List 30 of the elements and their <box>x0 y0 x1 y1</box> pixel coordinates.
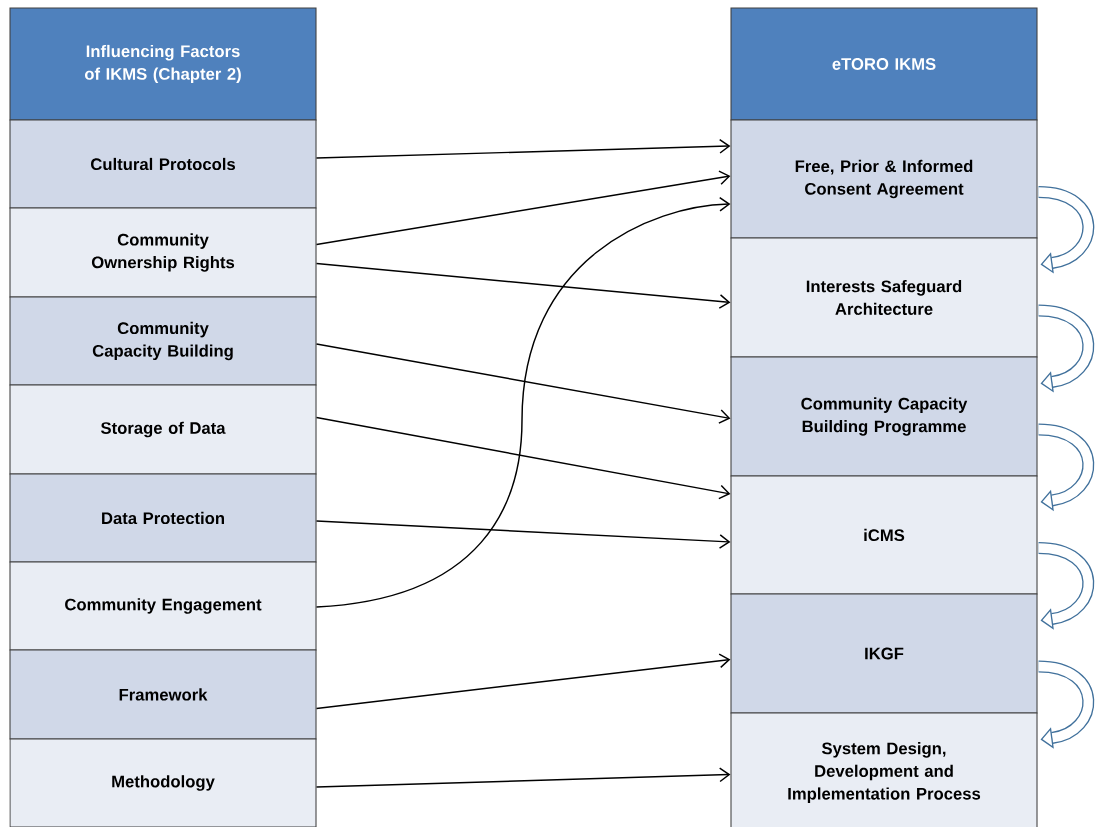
factor-box: Storage of Data <box>9 384 317 475</box>
component-box: Free, Prior & Informed Consent Agreement <box>730 119 1038 239</box>
header-box: Influencing Factors of IKMS (Chapter 2) <box>9 7 317 121</box>
component-box: Community Capacity Building Programme <box>730 356 1038 477</box>
factor-box: Cultural Protocols <box>9 119 317 209</box>
arrow <box>315 653 731 710</box>
arrow <box>315 767 731 788</box>
factor-box: Community Engagement <box>9 561 317 651</box>
curved-arrow <box>315 196 731 608</box>
curved-block-arrow <box>1038 304 1095 393</box>
arrow <box>315 262 731 309</box>
curved-block-arrow <box>1038 186 1095 274</box>
factor-box: Methodology <box>9 738 317 827</box>
component-box: iCMS <box>730 475 1038 595</box>
arrow <box>315 416 731 500</box>
curved-block-arrow <box>1038 542 1095 630</box>
arrow <box>315 138 731 159</box>
curved-block-arrow <box>1038 423 1095 512</box>
component-box: IKGF <box>730 593 1038 714</box>
factor-box: Framework <box>9 649 317 740</box>
arrow <box>315 170 731 246</box>
arrow <box>315 520 731 549</box>
arrow <box>315 343 731 424</box>
header-box: eTORO IKMS <box>730 7 1038 121</box>
factor-box: Community Ownership Rights <box>9 207 317 298</box>
factor-box: Community Capacity Building <box>9 296 317 386</box>
component-box: System Design, Development and Implementation Process <box>730 712 1038 827</box>
factor-box: Data Protection <box>9 473 317 563</box>
curved-block-arrow <box>1038 660 1095 749</box>
component-box: Interests Safeguard Architecture <box>730 237 1038 358</box>
